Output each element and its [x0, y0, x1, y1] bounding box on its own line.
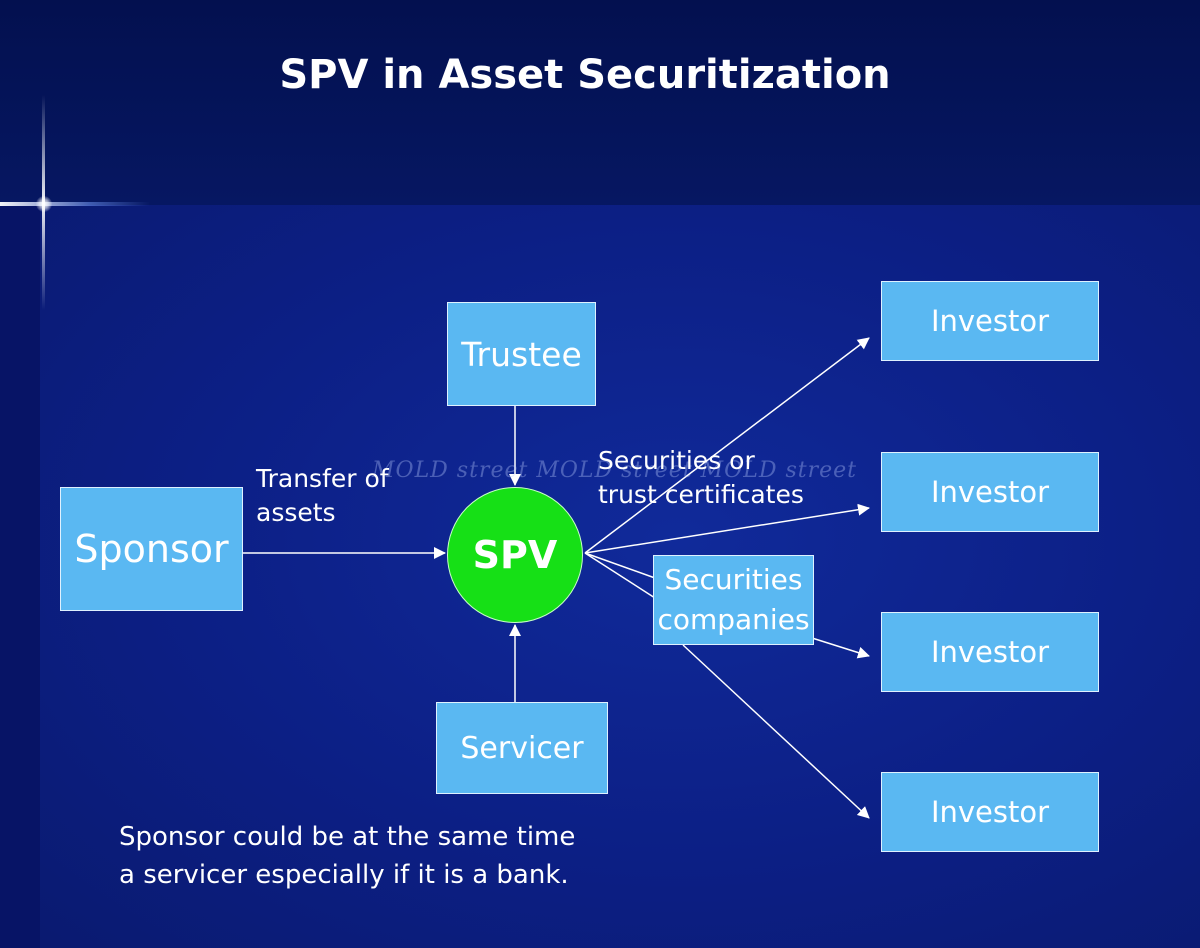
spv-label: SPV	[472, 533, 558, 577]
investor-box-2[interactable]: Investor	[881, 452, 1099, 532]
investor-label: Investor	[930, 475, 1050, 509]
investor-box-3[interactable]: Investor	[881, 612, 1099, 692]
investor-label: Investor	[930, 795, 1050, 829]
arrow-securities-companies-to-investor-4	[682, 644, 870, 819]
slide-title: SPV in Asset Securitization	[279, 52, 891, 98]
servicer-label: Servicer	[460, 730, 584, 766]
transfer-of-assets-line-1: Transfer of	[256, 464, 389, 493]
sponsor-note: Sponsor could be at the same time a serv…	[119, 818, 575, 894]
investor-box-1[interactable]: Investor	[881, 281, 1099, 361]
securities-or-trust-certificates-line-2: trust certificates	[598, 480, 804, 509]
securities-companies-box[interactable]: Securities companies	[653, 555, 814, 645]
securities-or-trust-certificates-line-1: Securities or	[598, 446, 755, 475]
line-spv-to-securities-companies-2	[584, 552, 656, 599]
investor-label: Investor	[930, 635, 1050, 669]
investor-box-4[interactable]: Investor	[881, 772, 1099, 852]
line-spv-to-securities-companies-1	[584, 552, 656, 579]
spv-node[interactable]: SPV	[447, 487, 583, 623]
watermark: MOLD street MOLD street MOLD street	[372, 458, 857, 483]
sponsor-note-line-1: Sponsor could be at the same time	[119, 822, 576, 852]
servicer-box[interactable]: Servicer	[436, 702, 608, 794]
sponsor-label: Sponsor	[74, 527, 229, 571]
securities-or-trust-certificates-label: Securities or trust certificates	[598, 444, 804, 512]
sparkle-icon	[36, 196, 52, 212]
sponsor-note-line-2: a servicer especially if it is a bank.	[119, 860, 569, 890]
securities-companies-label-line-2: companies	[657, 603, 810, 636]
arrow-securities-companies-to-investor-3	[811, 637, 870, 659]
transfer-of-assets-line-2: assets	[256, 498, 336, 527]
trustee-box[interactable]: Trustee	[447, 302, 596, 406]
arrow-spv-to-investor-2	[584, 503, 870, 554]
sponsor-box[interactable]: Sponsor	[60, 487, 243, 611]
securities-companies-label-line-1: Securities	[664, 563, 803, 596]
arrow-spv-to-investor-1	[584, 337, 870, 554]
transfer-of-assets-label: Transfer of assets	[256, 462, 389, 530]
investor-label: Investor	[930, 304, 1050, 338]
title-band	[0, 0, 1200, 205]
left-strip	[0, 205, 40, 948]
sparkle-horizontal	[0, 202, 150, 206]
trustee-label: Trustee	[461, 334, 582, 374]
